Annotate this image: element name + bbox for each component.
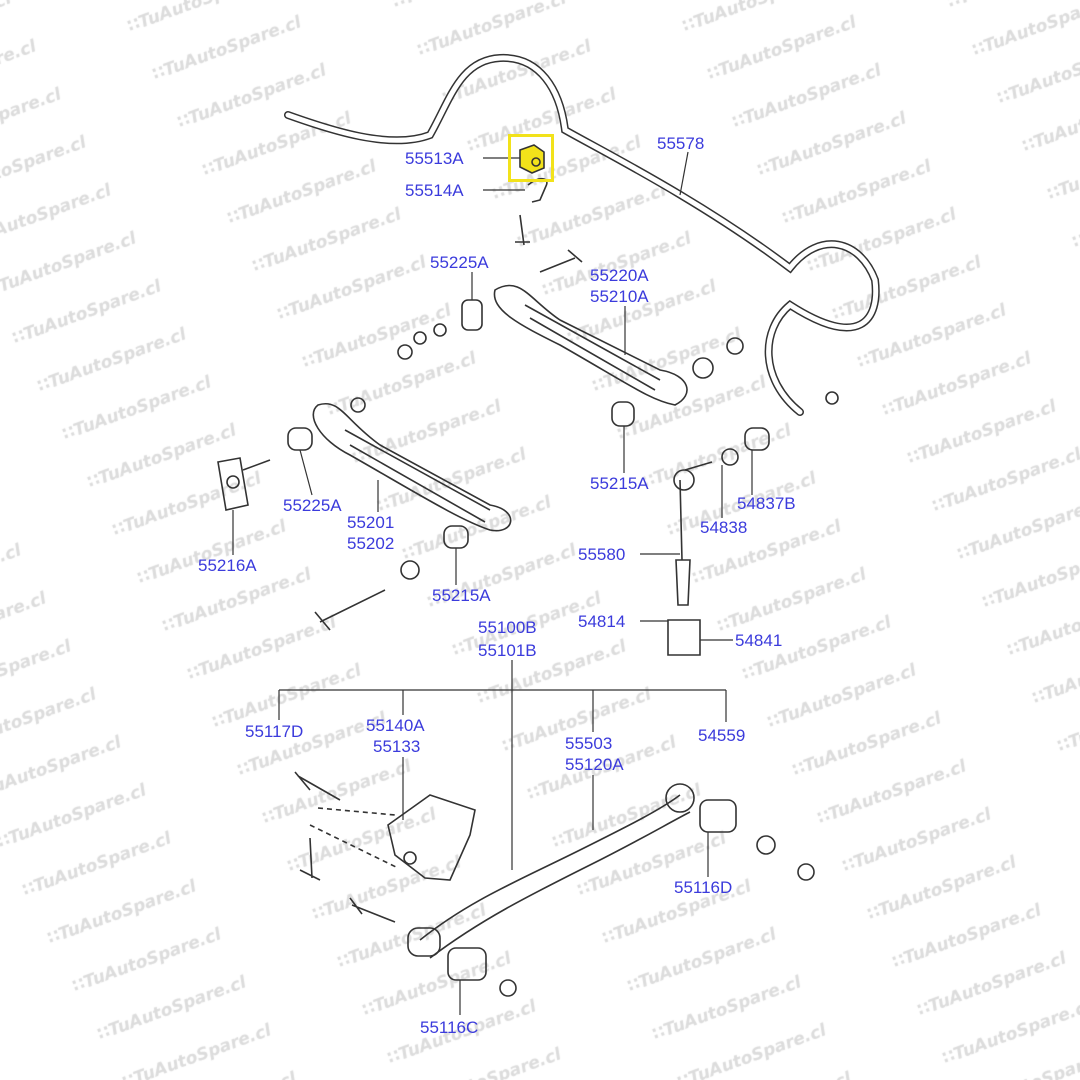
label-55140A[interactable]: 55140A bbox=[366, 716, 425, 735]
label-54559[interactable]: 54559 bbox=[698, 726, 746, 745]
label-55513A[interactable]: 55513A bbox=[405, 149, 464, 168]
label-55225A-left[interactable]: 55225A bbox=[283, 496, 342, 515]
label-55503[interactable]: 55503 bbox=[565, 734, 613, 753]
label-54814[interactable]: 54814 bbox=[578, 612, 626, 631]
label-55133[interactable]: 55133 bbox=[373, 737, 421, 756]
label-55116D[interactable]: 55116D bbox=[674, 878, 733, 897]
label-55514A[interactable]: 55514A bbox=[405, 181, 464, 200]
label-55101B[interactable]: 55101B bbox=[478, 641, 537, 660]
label-55225A-top[interactable]: 55225A bbox=[430, 253, 489, 272]
label-55120A[interactable]: 55120A bbox=[565, 755, 624, 774]
label-55210A[interactable]: 55210A bbox=[590, 287, 649, 306]
label-55117D[interactable]: 55117D bbox=[245, 722, 304, 741]
upper-control-arm bbox=[493, 284, 688, 406]
lower-control-arm bbox=[312, 402, 512, 532]
label-54838[interactable]: 54838 bbox=[700, 518, 748, 537]
label-55100B[interactable]: 55100B bbox=[478, 618, 537, 637]
label-55215A-left[interactable]: 55215A bbox=[432, 586, 491, 605]
bracket-55140A bbox=[387, 794, 476, 881]
label-55216A[interactable]: 55216A bbox=[198, 556, 257, 575]
bracket-55216A bbox=[217, 457, 249, 511]
label-55215A-right[interactable]: 55215A bbox=[590, 474, 649, 493]
label-55580[interactable]: 55580 bbox=[578, 545, 626, 564]
stabilizer-link bbox=[675, 461, 713, 606]
trailing-arm bbox=[419, 794, 691, 959]
stabilizer-bar bbox=[284, 53, 880, 416]
label-55578[interactable]: 55578 bbox=[657, 134, 705, 153]
label-55116C[interactable]: 55116C bbox=[420, 1018, 479, 1037]
label-55202[interactable]: 55202 bbox=[347, 534, 395, 553]
highlight-box bbox=[508, 134, 554, 182]
label-55201[interactable]: 55201 bbox=[347, 513, 395, 532]
label-54841[interactable]: 54841 bbox=[735, 631, 783, 650]
label-55220A[interactable]: 55220A bbox=[590, 266, 649, 285]
label-54837B[interactable]: 54837B bbox=[737, 494, 796, 513]
